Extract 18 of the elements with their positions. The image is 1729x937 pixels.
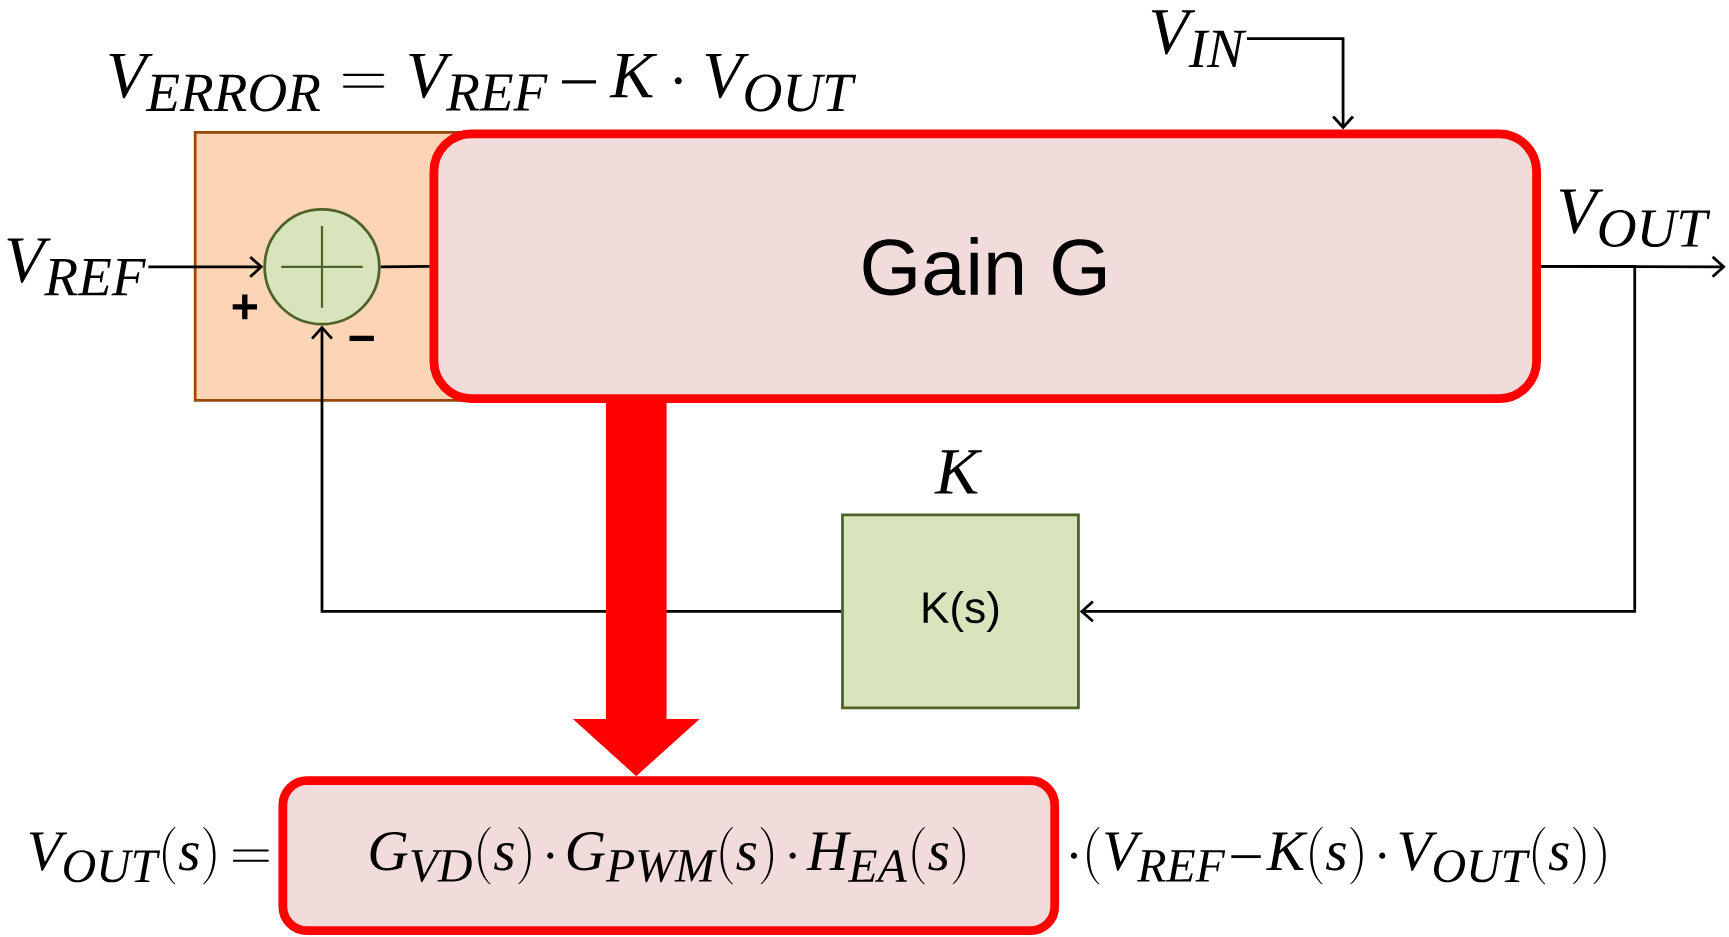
- gain-box: Gain G: [429, 129, 1541, 403]
- arrow: [148, 255, 264, 278]
- formula-heading: $V_{ERROR}=V_{REF}-K\cdot V_{OUT}$: [109, 53, 857, 112]
- sign-label: −: [349, 335, 374, 341]
- equation-text: $\cdot(V_{REF}-K(s)\cdot V_{OUT}(s))$: [1070, 826, 1606, 885]
- sign-label: +: [232, 294, 257, 319]
- edge-label: $V_{OUT}$: [1559, 189, 1711, 247]
- arrow: [1246, 37, 1355, 130]
- summing-junction: [263, 208, 381, 326]
- block-heading: $K$: [934, 450, 983, 494]
- connector-line: [380, 264, 430, 269]
- input-signal-label: $V_{REF}$: [7, 238, 146, 295]
- feedback-box: K(s): [841, 513, 1080, 710]
- highlight-box: $G_{VD}(s)\cdot G_{PWM}(s)\cdot H_{EA}(s)$: [278, 776, 1060, 935]
- input-signal-label: $V_{IN}$: [1151, 10, 1247, 67]
- arrow: [1079, 264, 1637, 623]
- arrow: [311, 325, 842, 613]
- equation-text: $V_{OUT}(s)=$: [29, 826, 269, 885]
